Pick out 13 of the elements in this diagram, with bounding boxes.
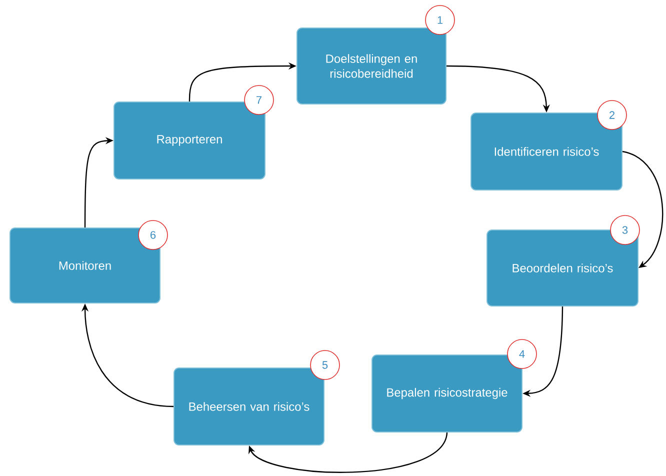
arrow [248, 432, 448, 473]
step-number: 1 [425, 5, 455, 35]
step-number: 7 [244, 85, 274, 115]
step-number: 2 [597, 100, 627, 130]
process-box: Beheersen van risico’s [174, 368, 324, 446]
arrow [622, 150, 664, 268]
process-box: Rapporteren [114, 102, 266, 180]
process-box: Bepalen risicostrategie [372, 354, 522, 432]
step-number: 4 [507, 339, 537, 369]
step-number: 6 [138, 220, 168, 250]
step-number: 3 [610, 215, 640, 245]
step-number: 5 [310, 350, 340, 380]
process-box: Doelstellingen en risicobereidheid [296, 28, 446, 104]
